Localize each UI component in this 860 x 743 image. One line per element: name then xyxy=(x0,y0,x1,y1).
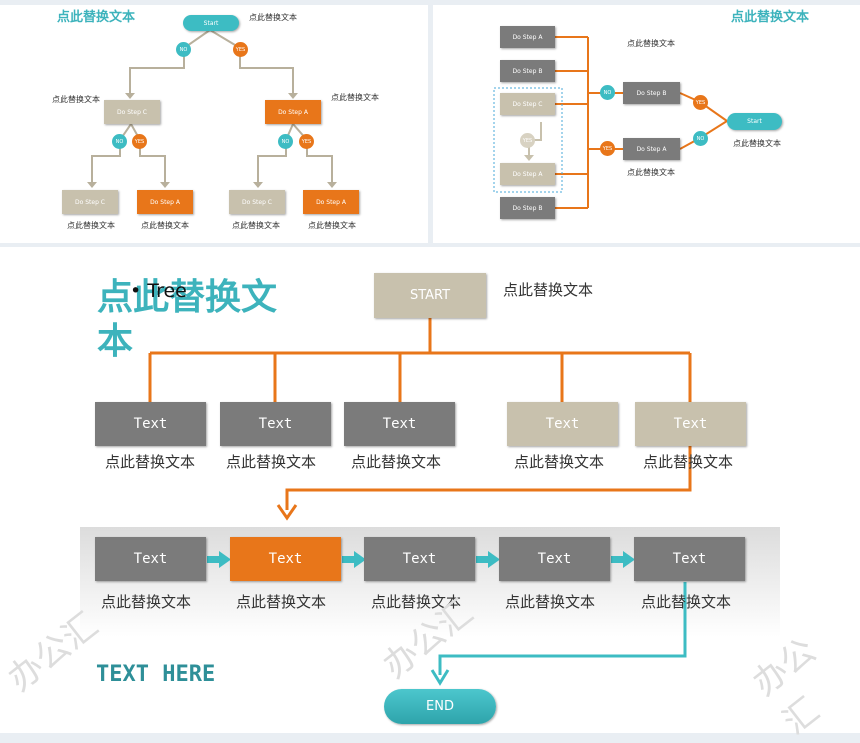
panel-a-yes-badge: YES xyxy=(233,42,248,57)
panel-b-step-b: Do Step B xyxy=(623,82,680,104)
panel-b-title: 点此替换文本 xyxy=(731,10,810,25)
tree-caption: 点此替换文本 xyxy=(351,453,442,471)
panel-b-step-c: Do Step C xyxy=(500,93,555,115)
panel-a-no-badge: NO xyxy=(278,134,293,149)
panel-b-yes-badge: YES xyxy=(693,95,708,110)
tree-node: Text xyxy=(220,402,331,446)
process-caption: 点此替换文本 xyxy=(505,593,596,611)
panel-b-caption: 点此替换文本 xyxy=(627,168,675,177)
panel-b-no-badge: NO xyxy=(693,131,708,146)
panel-b-step-a: Do Step A xyxy=(500,163,555,185)
panel-b-caption: 点此替换文本 xyxy=(733,139,781,148)
process-step: Text xyxy=(634,537,745,581)
process-step-active: Text xyxy=(230,537,341,581)
panel-a-step-c: Do Step C xyxy=(229,190,285,214)
tree-caption: 点此替换文本 xyxy=(514,453,605,471)
process-step: Text xyxy=(364,537,475,581)
panel-a-step-a: Do Step A xyxy=(303,190,359,214)
tree-node: Text xyxy=(635,402,746,446)
panel-b-step-b: Do Step B xyxy=(500,60,555,82)
panel-a-yes-badge: YES xyxy=(132,134,147,149)
bullet-item: • Tree xyxy=(130,280,187,302)
panel-b-step-a: Do Step A xyxy=(623,138,680,160)
tree-caption: 点此替换文本 xyxy=(226,453,317,471)
panel-a-caption: 点此替换文本 xyxy=(52,95,100,104)
start-caption: 点此替换文本 xyxy=(503,281,594,299)
process-caption: 点此替换文本 xyxy=(101,593,192,611)
process-caption: 点此替换文本 xyxy=(236,593,327,611)
panel-b-start-node: Start xyxy=(727,113,782,130)
tree-node: Text xyxy=(95,402,206,446)
panel-a-step-c: Do Step C xyxy=(104,100,160,124)
panel-b-caption: 点此替换文本 xyxy=(627,39,675,48)
panel-a-caption: 点此替换文本 xyxy=(141,221,189,230)
tree-node: Text xyxy=(344,402,455,446)
panel-a-caption: 点此替换文本 xyxy=(232,221,280,230)
panel-b-no-badge: NO xyxy=(600,85,615,100)
panel-b-step-b: Do Step B xyxy=(500,197,555,219)
start-node: START xyxy=(374,273,486,318)
bullet-dot-icon: • xyxy=(130,280,148,302)
panel-b-yes-badge: YES xyxy=(600,141,615,156)
panel-a-no-badge: NO xyxy=(176,42,191,57)
footer-text: TEXT HERE xyxy=(96,662,216,687)
end-node: END xyxy=(384,689,496,724)
process-caption: 点此替换文本 xyxy=(641,593,732,611)
tree-caption: 点此替换文本 xyxy=(105,453,196,471)
process-step: Text xyxy=(95,537,206,581)
panel-a-start-node: Start xyxy=(183,15,239,31)
panel-b-yes-badge: YES xyxy=(520,133,535,148)
panel-a-step-a: Do Step A xyxy=(265,100,321,124)
tree-caption: 点此替换文本 xyxy=(643,453,734,471)
panel-a-step-a: Do Step A xyxy=(137,190,193,214)
panel-b-step-a: Do Step A xyxy=(500,26,555,48)
tree-node: Text xyxy=(507,402,618,446)
process-caption: 点此替换文本 xyxy=(371,593,462,611)
panel-a-step-c: Do Step C xyxy=(62,190,118,214)
panel-a-title: 点此替换文本 xyxy=(57,10,136,25)
process-step: Text xyxy=(499,537,610,581)
panel-a-caption: 点此替换文本 xyxy=(331,93,379,102)
panel-a-yes-badge: YES xyxy=(299,134,314,149)
panel-a-caption: 点此替换文本 xyxy=(249,13,297,22)
panel-a-no-badge: NO xyxy=(112,134,127,149)
bullet-text: Tree xyxy=(147,280,187,302)
main-title: 点此替换文本 xyxy=(97,277,278,362)
panel-a-caption: 点此替换文本 xyxy=(67,221,115,230)
panel-a-caption: 点此替换文本 xyxy=(308,221,356,230)
